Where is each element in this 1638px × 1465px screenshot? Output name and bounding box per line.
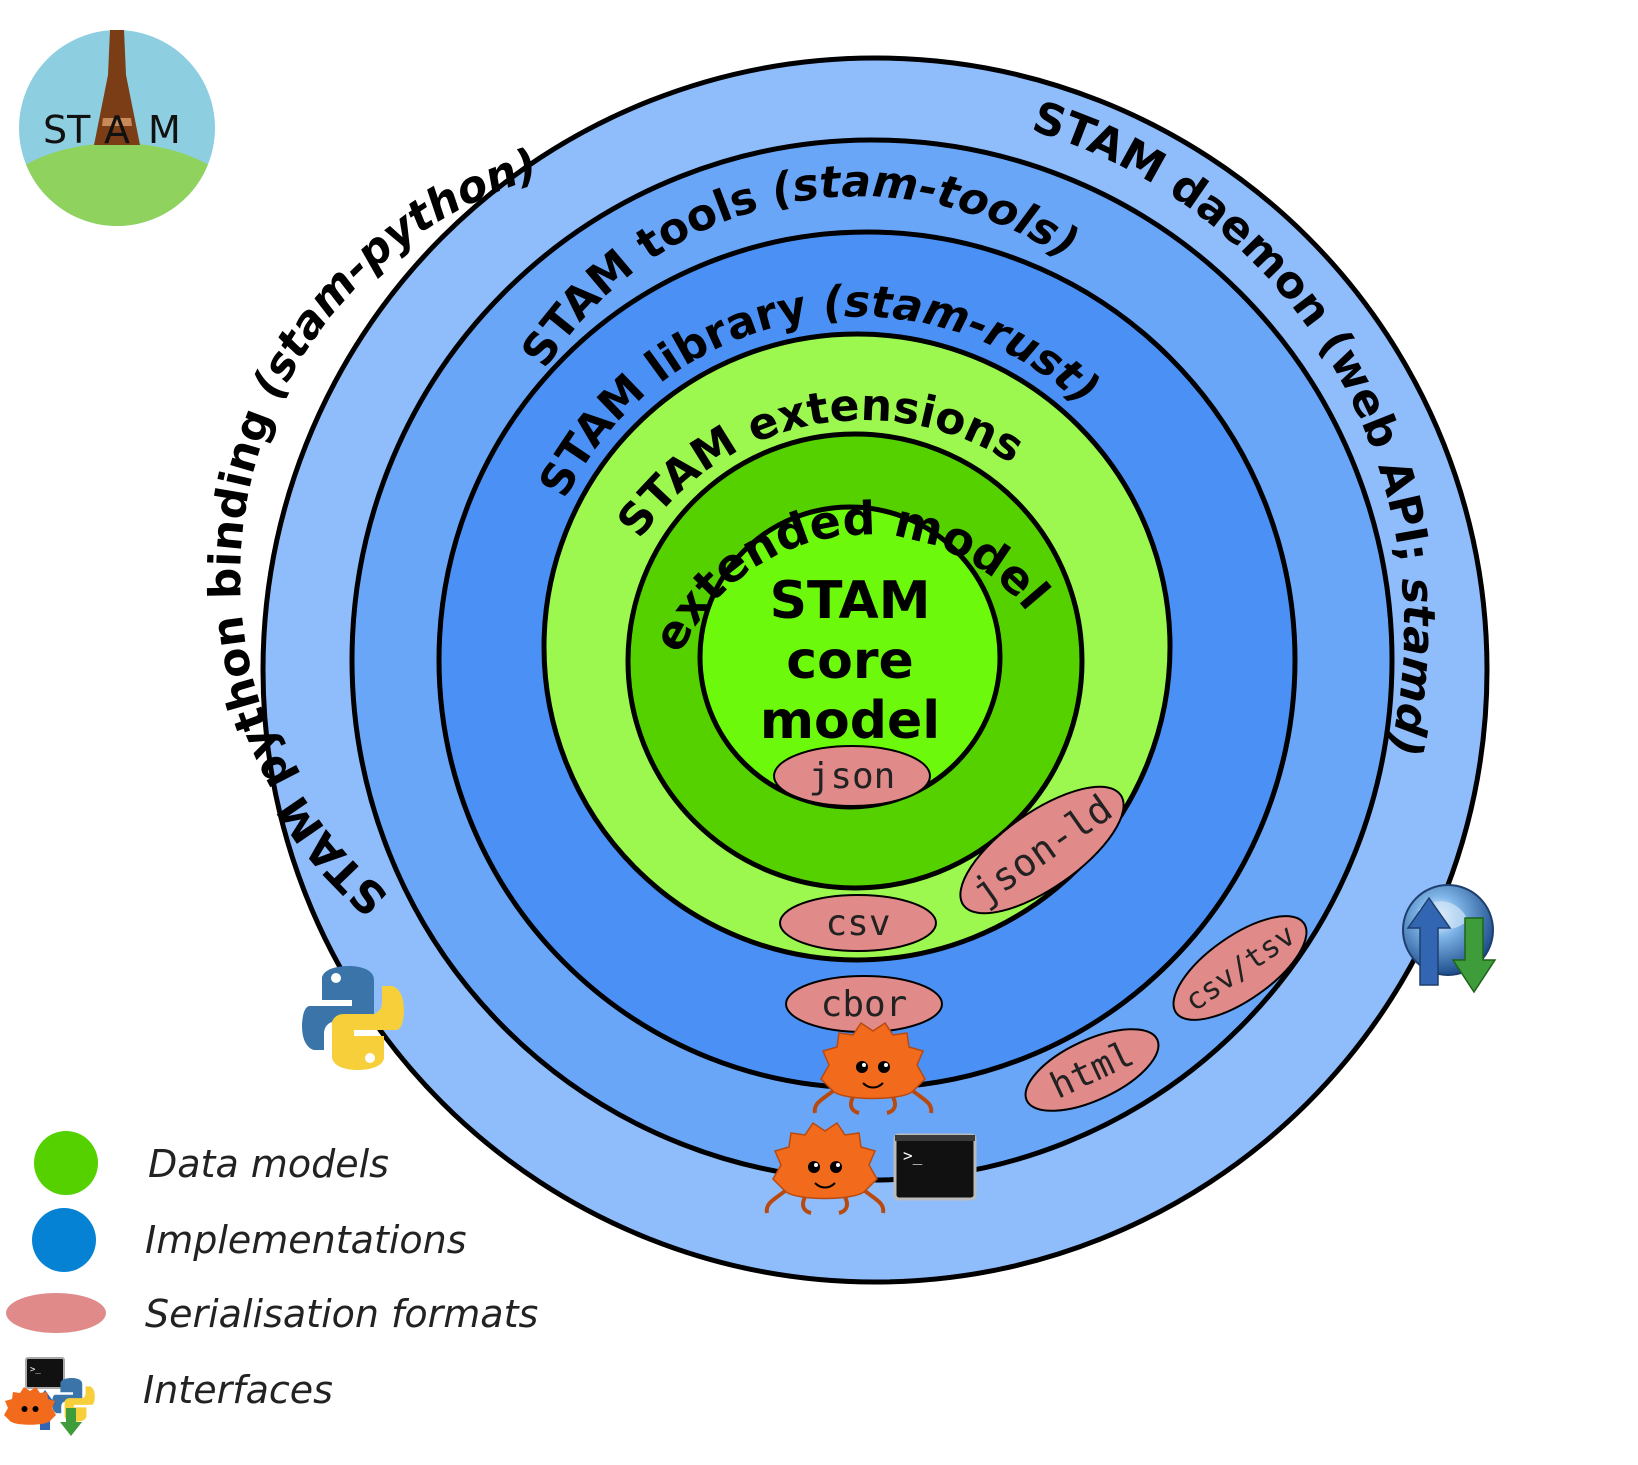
ring-core-model bbox=[697, 504, 1003, 810]
legend: Data models Implementations Serialisatio… bbox=[4, 1131, 538, 1436]
svg-text:>_: >_ bbox=[30, 1365, 41, 1375]
legend-swatch-serialisation bbox=[6, 1293, 106, 1333]
format-cbor: cbor bbox=[785, 975, 943, 1033]
logo-text-middle: A bbox=[104, 108, 130, 152]
python-icon bbox=[302, 966, 404, 1070]
terminal-icon: >_ bbox=[893, 1133, 977, 1201]
format-json: json bbox=[773, 745, 931, 807]
legend-label-implementations: Implementations bbox=[145, 1218, 467, 1262]
stam-logo: ST A M bbox=[19, 30, 215, 226]
legend-swatch-interfaces: >_ bbox=[4, 1357, 95, 1436]
svg-text:>_: >_ bbox=[903, 1146, 923, 1165]
tower-icon bbox=[94, 30, 140, 145]
legend-label-data-models: Data models bbox=[148, 1142, 389, 1186]
legend-label-interfaces: Interfaces bbox=[143, 1368, 333, 1412]
logo-text-left: ST bbox=[43, 108, 91, 152]
svg-text:cbor: cbor bbox=[821, 984, 908, 1025]
logo-text-right: M bbox=[148, 108, 181, 152]
legend-swatch-data-models bbox=[34, 1131, 98, 1195]
core-line-2: core bbox=[786, 631, 913, 691]
legend-swatch-implementations bbox=[32, 1208, 96, 1272]
core-line-3: model bbox=[760, 691, 940, 751]
svg-text:csv: csv bbox=[825, 903, 890, 944]
format-csv: csv bbox=[779, 894, 937, 952]
rust-crab-icon bbox=[764, 1121, 886, 1215]
rust-crab-icon bbox=[812, 1021, 934, 1115]
core-line-1: STAM bbox=[770, 571, 931, 631]
globe-web-icon bbox=[1402, 884, 1497, 994]
svg-text:json: json bbox=[809, 756, 896, 797]
core-model-label: STAM core model bbox=[760, 571, 940, 751]
legend-label-serialisation: Serialisation formats bbox=[145, 1292, 538, 1336]
